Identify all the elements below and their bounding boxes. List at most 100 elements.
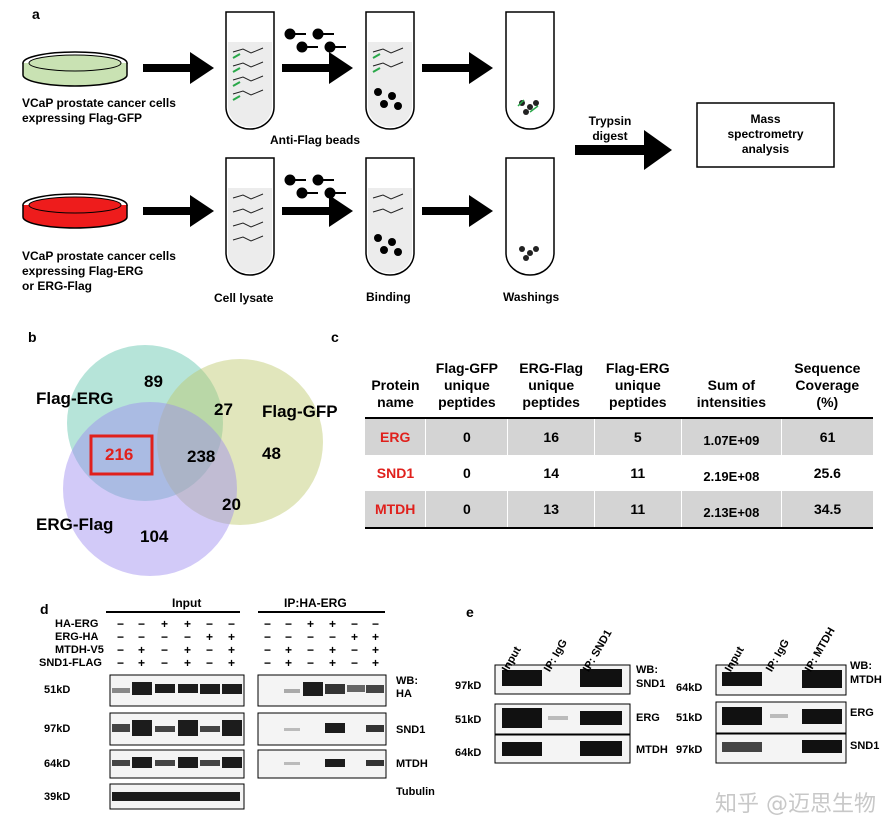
venn-circle-flag-erg xyxy=(67,345,223,501)
mw-64kd: 64kD xyxy=(44,758,71,770)
ip-sign: − xyxy=(307,656,315,670)
ip-sign: + xyxy=(329,617,337,631)
tube-binding-top xyxy=(365,11,415,130)
row-label-ha-erg: HA-ERG xyxy=(55,618,99,630)
wb-e-right-erg: ERG xyxy=(850,707,874,719)
col-header-sum: Sum of intensities xyxy=(696,377,766,410)
input-header: Input xyxy=(172,596,202,610)
input-sign: − xyxy=(206,643,214,657)
ip-sign: + xyxy=(329,643,337,657)
ip-sign: − xyxy=(264,617,272,631)
ip-sign: − xyxy=(351,617,359,631)
venn-set-flag-gfp: Flag-GFP xyxy=(262,402,338,421)
table-row: SND1 0 14 11 2.19E+08 25.6 xyxy=(365,455,873,491)
mw-39kd: 39kD xyxy=(44,791,71,803)
blot-d-bands xyxy=(112,682,384,801)
ip-sign: − xyxy=(351,656,359,670)
wb-tubulin: Tubulin xyxy=(396,786,435,798)
venn-count-gfp-only: 48 xyxy=(262,444,281,463)
input-sign: − xyxy=(161,630,169,644)
cell: 16 xyxy=(507,418,595,455)
ip-sign: + xyxy=(285,656,293,670)
venn-diagram xyxy=(63,345,323,576)
ip-sign: + xyxy=(307,617,315,631)
col-header-erg-flag: ERG-Flag unique peptides xyxy=(519,360,584,410)
wb-ha: WB: HA xyxy=(396,675,418,700)
cells-erg-label: VCaP prostate cancer cells expressing Fl… xyxy=(22,249,176,293)
venn-circle-flag-gfp xyxy=(157,359,323,525)
ip-sign: − xyxy=(372,617,380,631)
venn-highlight-box xyxy=(89,434,154,476)
blot-e-right-bands xyxy=(722,670,842,753)
cell: 34.5 xyxy=(781,491,873,528)
anti-flag-beads-bottom xyxy=(284,174,346,199)
panel-d-label: d xyxy=(40,601,49,617)
cells-gfp-label: VCaP prostate cancer cells expressing Fl… xyxy=(22,96,176,125)
venn-count-erg-gfp: 27 xyxy=(214,400,233,419)
cell: 2.19E+08 xyxy=(703,468,760,484)
ip-sign: + xyxy=(372,630,380,644)
row-label-erg-ha: ERG-HA xyxy=(55,631,99,643)
wb-e-left-snd1: WB: SND1 xyxy=(636,664,666,690)
tube-lysate-bottom xyxy=(225,157,275,276)
input-sign: + xyxy=(184,617,192,631)
input-sign: + xyxy=(228,643,236,657)
tube-binding-bottom xyxy=(365,157,415,276)
wb-e-left-mtdh: MTDH xyxy=(636,744,668,756)
col-header-flag-erg: Flag-ERG unique peptides xyxy=(605,360,670,410)
ip-sign: + xyxy=(372,656,380,670)
input-sign: − xyxy=(117,630,125,644)
peptide-table: Protein name Flag-GFP unique peptides ER… xyxy=(365,360,873,529)
input-sign: − xyxy=(117,656,125,670)
ip-sign: + xyxy=(351,630,359,644)
ip-sign: − xyxy=(307,643,315,657)
input-sign: + xyxy=(228,630,236,644)
protein-name: ERG xyxy=(365,418,426,455)
ip-header: IP:HA-ERG xyxy=(284,596,347,610)
ip-sign: + xyxy=(372,643,380,657)
petri-dish-erg xyxy=(22,193,128,229)
petri-dish-gfp xyxy=(22,51,128,87)
input-sign: + xyxy=(184,643,192,657)
cell: 5 xyxy=(594,418,682,455)
tube-washings-top xyxy=(505,11,555,130)
tube-lysate-top xyxy=(225,11,275,130)
step-binding: Binding xyxy=(366,290,411,304)
input-sign: − xyxy=(206,656,214,670)
wb-e-right-mtdh: WB: MTDH xyxy=(850,660,882,686)
mw-e-left-97kd: 97kD xyxy=(455,680,482,692)
input-sign: − xyxy=(161,643,169,657)
input-sign: − xyxy=(138,617,146,631)
blot-e-left-bands xyxy=(502,669,622,756)
input-sign: + xyxy=(228,656,236,670)
panel-b-label: b xyxy=(28,329,37,345)
mw-97kd: 97kD xyxy=(44,723,71,735)
ip-sign: − xyxy=(285,630,293,644)
venn-count-gfp-ergflag: 20 xyxy=(222,495,241,514)
cell: 25.6 xyxy=(813,465,841,481)
ip-sign: − xyxy=(264,630,272,644)
ip-sign: + xyxy=(329,656,337,670)
col-header-protein: Protein name xyxy=(371,377,420,410)
cell: 61 xyxy=(781,418,873,455)
step-washings: Washings xyxy=(503,290,560,304)
wb-e-right-snd1: SND1 xyxy=(850,740,880,752)
cell: 2.13E+08 xyxy=(680,491,782,528)
mw-51kd: 51kD xyxy=(44,684,71,696)
mw-e-right-64kd: 64kD xyxy=(676,682,703,694)
arrow xyxy=(143,52,672,227)
input-sign: + xyxy=(138,656,146,670)
table-row: ERG 0 16 5 1.07E+09 61 xyxy=(365,418,873,455)
cell: 0 xyxy=(425,491,508,528)
wb-e-left-erg: ERG xyxy=(636,712,660,724)
cell: 0 xyxy=(425,418,508,455)
mw-e-left-51kd: 51kD xyxy=(455,714,482,726)
ip-sign: − xyxy=(329,630,337,644)
venn-set-erg-flag: ERG-Flag xyxy=(36,515,114,534)
cell: 13 xyxy=(507,491,595,528)
input-sign: + xyxy=(206,630,214,644)
cell: 0 xyxy=(462,465,471,481)
wb-mtdh: MTDH xyxy=(396,758,428,770)
mw-e-right-97kd: 97kD xyxy=(676,744,703,756)
